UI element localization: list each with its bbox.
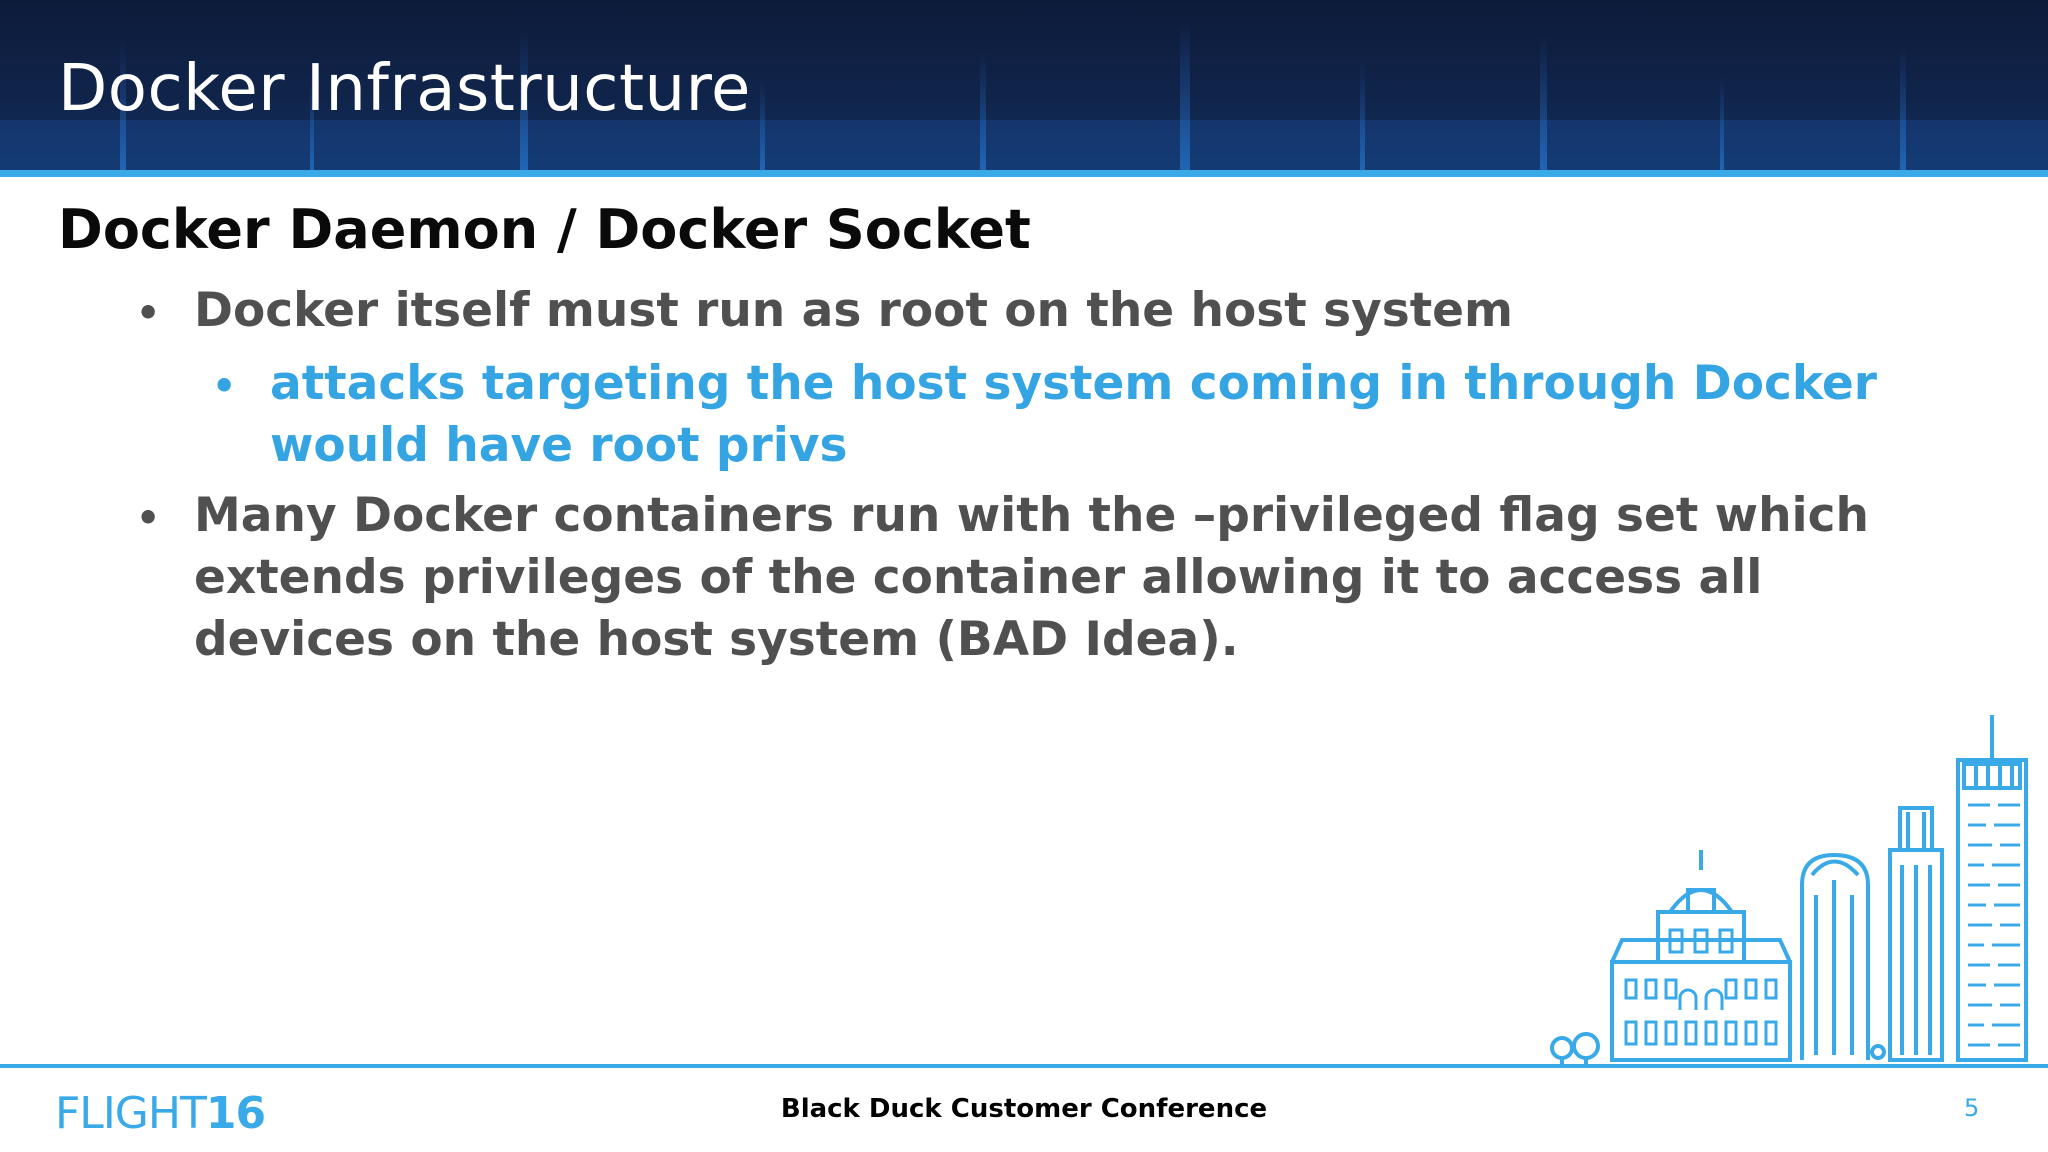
header-background-lights [0,20,2048,172]
slide-subtitle: Docker Daemon / Docker Socket [58,198,1031,261]
bullet-dot-icon: • [136,291,161,335]
slide-title: Docker Infrastructure [58,52,751,126]
bullet-text: Many Docker containers run with the –pri… [194,488,1869,667]
slide-header: Docker Infrastructure [0,0,2048,172]
conference-name: Black Duck Customer Conference [780,1094,1268,1124]
page-number: 5 [1964,1094,1980,1122]
footer-accent-line [0,1064,2048,1068]
flight16-logo: FLIGHT16 [55,1088,266,1139]
sub-bullet-item: • attacks targeting the host system comi… [212,353,1910,477]
logo-number: 16 [205,1088,266,1139]
bullet-dot-icon: • [136,496,161,540]
logo-text: FLIGHT [55,1088,207,1139]
bullet-dot-icon: • [212,364,237,408]
header-accent-line [0,170,2048,177]
bullet-text: Docker itself must run as root on the ho… [194,283,1514,338]
bullet-text: attacks targeting the host system coming… [270,356,1877,473]
bullet-item: • Docker itself must run as root on the … [136,280,1944,342]
bullet-item: • Many Docker containers run with the –p… [136,485,1954,671]
city-skyline-illustration [1550,715,2028,1066]
